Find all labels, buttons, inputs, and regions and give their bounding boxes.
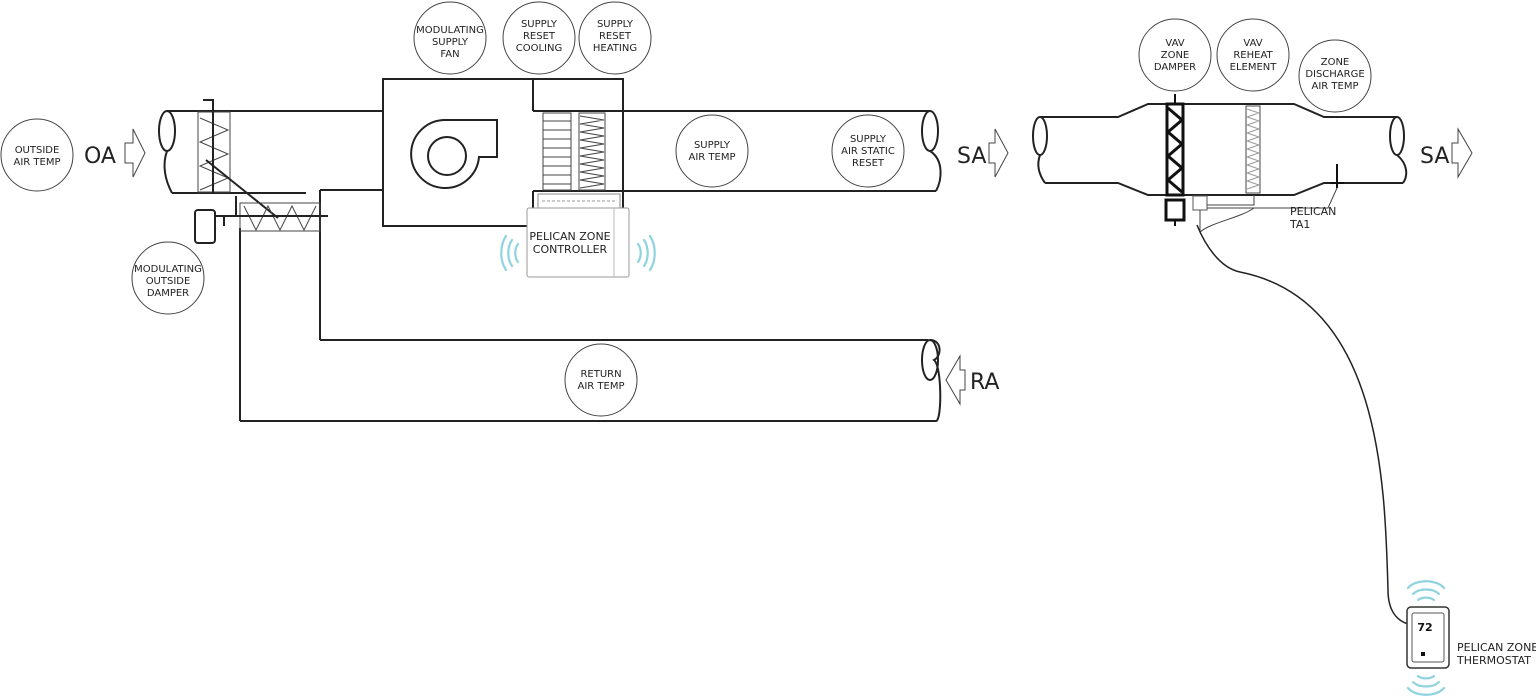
flow-arrow-oa: OA xyxy=(84,128,146,178)
heating-coil-icon xyxy=(578,112,606,191)
flow-label-oa: OA xyxy=(84,144,116,169)
bubble-text: RETURN xyxy=(580,369,621,380)
bubble-text: ELEMENT xyxy=(1230,62,1278,73)
bubble-text: ZONE xyxy=(1321,57,1350,68)
bubble-supply-air-static-reset: SUPPLY AIR STATIC RESET xyxy=(831,114,905,188)
bubble-text: AIR STATIC xyxy=(841,146,895,157)
bubble-text: HEATING xyxy=(593,43,637,54)
flow-arrow-ra: RA xyxy=(945,354,999,406)
bubble-vav-zone-damper: VAV ZONE DAMPER xyxy=(1138,18,1212,92)
bubble-text: AIR TEMP xyxy=(13,157,60,168)
bubble-text: SUPPLY xyxy=(597,19,634,30)
bubble-text: REHEAT xyxy=(1233,50,1273,61)
bubble-text: DAMPER xyxy=(147,288,189,299)
bubble-text: AIR TEMP xyxy=(577,381,624,392)
thermostat-wire xyxy=(1196,224,1409,625)
bubble-supply-reset-heating: SUPPLY RESET HEATING xyxy=(578,1,652,75)
flow-label-sa-main: SA xyxy=(957,144,986,169)
bubble-zone-discharge-air-temp: ZONE DISCHARGE AIR TEMP xyxy=(1298,39,1372,113)
bubble-return-air-temp: RETURN AIR TEMP xyxy=(564,343,638,417)
thermostat-wireless-icon xyxy=(1406,580,1446,696)
bubble-text: AIR TEMP xyxy=(1311,81,1358,92)
bubble-text: AIR TEMP xyxy=(688,152,735,163)
flow-label-sa-zone: SA xyxy=(1420,144,1449,169)
bubble-text: RESET xyxy=(523,31,556,42)
cooling-coil-icon xyxy=(542,112,572,191)
bubble-text: OUTSIDE xyxy=(15,145,60,156)
bubble-text: RESET xyxy=(852,158,885,169)
bubble-text: RESET xyxy=(599,31,632,42)
supply-duct xyxy=(623,110,942,192)
flow-label-ra: RA xyxy=(970,370,999,395)
bubble-text: VAV xyxy=(1165,38,1184,49)
bubble-text: OUTSIDE xyxy=(146,276,191,287)
thermostat-label-line1: PELICAN ZONE xyxy=(1457,641,1536,654)
bubble-text: VAV xyxy=(1243,38,1262,49)
outside-air-duct xyxy=(158,99,383,244)
vav-zone-damper-icon xyxy=(1164,94,1186,226)
bubble-text: SUPPLY xyxy=(521,19,558,30)
flow-arrow-sa-main: SA xyxy=(957,128,1009,178)
zone-discharge-sensor-icon xyxy=(1330,164,1344,188)
bubble-modulating-outside-damper: MODULATING OUTSIDE DAMPER xyxy=(131,241,205,315)
ta1-label-line2: TA1 xyxy=(1289,218,1310,231)
bubble-text: SUPPLY xyxy=(850,134,887,145)
pelican-ta1-module: PELICAN TA1 xyxy=(1192,187,1338,234)
pelican-zone-controller: PELICAN ZONE CONTROLLER xyxy=(526,193,630,278)
bubble-modulating-supply-fan: MODULATING SUPPLY FAN xyxy=(413,1,487,75)
bubble-text: SUPPLY xyxy=(694,140,731,151)
flow-arrow-sa-zone: SA xyxy=(1420,127,1473,179)
bubble-vav-reheat-element: VAV REHEAT ELEMENT xyxy=(1216,18,1290,92)
zone-controller-label-line1: PELICAN ZONE xyxy=(529,230,610,243)
controller-wireless-icon xyxy=(500,234,656,272)
zone-controller-label-line2: CONTROLLER xyxy=(533,243,608,256)
vav-duct xyxy=(1032,103,1408,196)
bubble-supply-air-temp: SUPPLY AIR TEMP xyxy=(675,114,749,188)
vav-reheat-element-icon xyxy=(1245,105,1261,194)
bubble-supply-reset-cooling: SUPPLY RESET COOLING xyxy=(502,1,576,75)
bubble-text: DISCHARGE xyxy=(1305,69,1364,80)
thermostat-reading: 72 xyxy=(1417,621,1432,634)
bubble-text: ZONE xyxy=(1161,50,1190,61)
bubble-text: DAMPER xyxy=(1154,62,1196,73)
pelican-zone-thermostat: 72 PELICAN ZONE THERMOSTAT xyxy=(1406,606,1536,669)
thermostat-label-line2: THERMOSTAT xyxy=(1456,654,1531,667)
bubble-text: COOLING xyxy=(516,43,562,54)
ta1-label-line1: PELICAN xyxy=(1290,205,1336,218)
bubble-text: FAN xyxy=(440,49,459,60)
supply-fan-icon xyxy=(410,119,498,189)
bubble-text: SUPPLY xyxy=(432,37,469,48)
bubble-text: MODULATING xyxy=(134,264,202,275)
bubble-outside-air-temp: OUTSIDE AIR TEMP xyxy=(0,118,74,192)
bubble-text: MODULATING xyxy=(416,25,484,36)
